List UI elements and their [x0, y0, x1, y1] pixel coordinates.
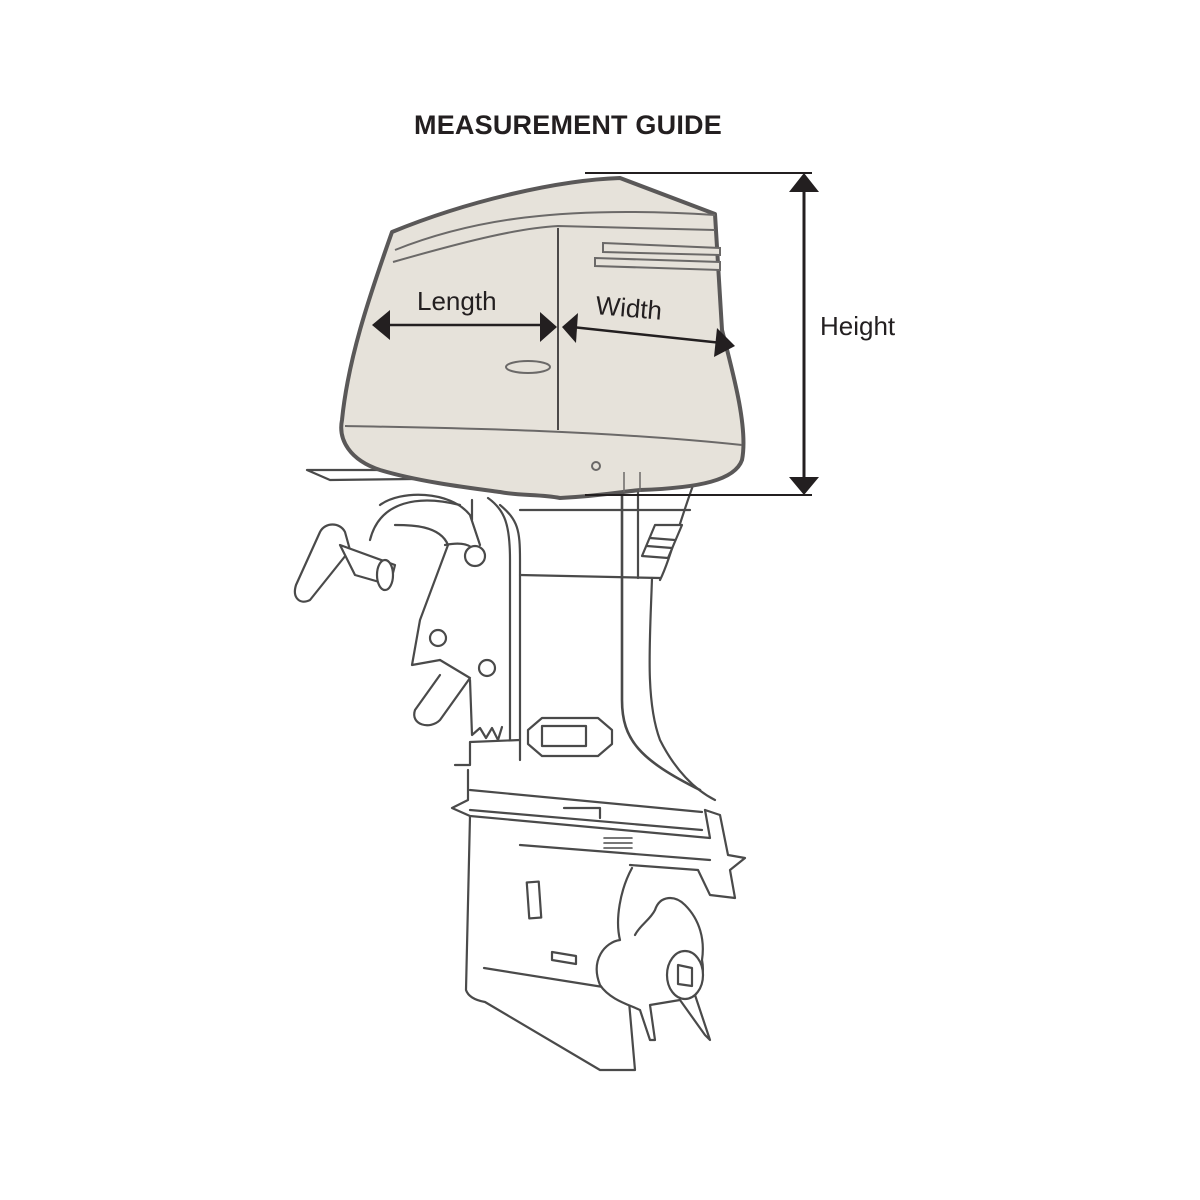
arrow-left-icon	[562, 313, 578, 343]
arrow-left-icon	[372, 310, 390, 340]
length-dimension	[372, 310, 557, 342]
motor-body	[293, 468, 747, 1072]
title-text: MEASUREMENT GUIDE	[414, 110, 722, 140]
height-label: Height	[820, 311, 896, 341]
arrow-right-icon	[540, 312, 557, 342]
width-label: Width	[594, 290, 663, 326]
height-dimension	[585, 172, 819, 496]
arrow-up-icon	[789, 173, 819, 192]
arrow-down-icon	[789, 477, 819, 495]
length-label: Length	[417, 286, 497, 316]
width-dimension	[562, 313, 735, 357]
arrow-right-icon	[714, 328, 735, 357]
page-title: MEASUREMENT GUIDE	[0, 110, 1200, 141]
